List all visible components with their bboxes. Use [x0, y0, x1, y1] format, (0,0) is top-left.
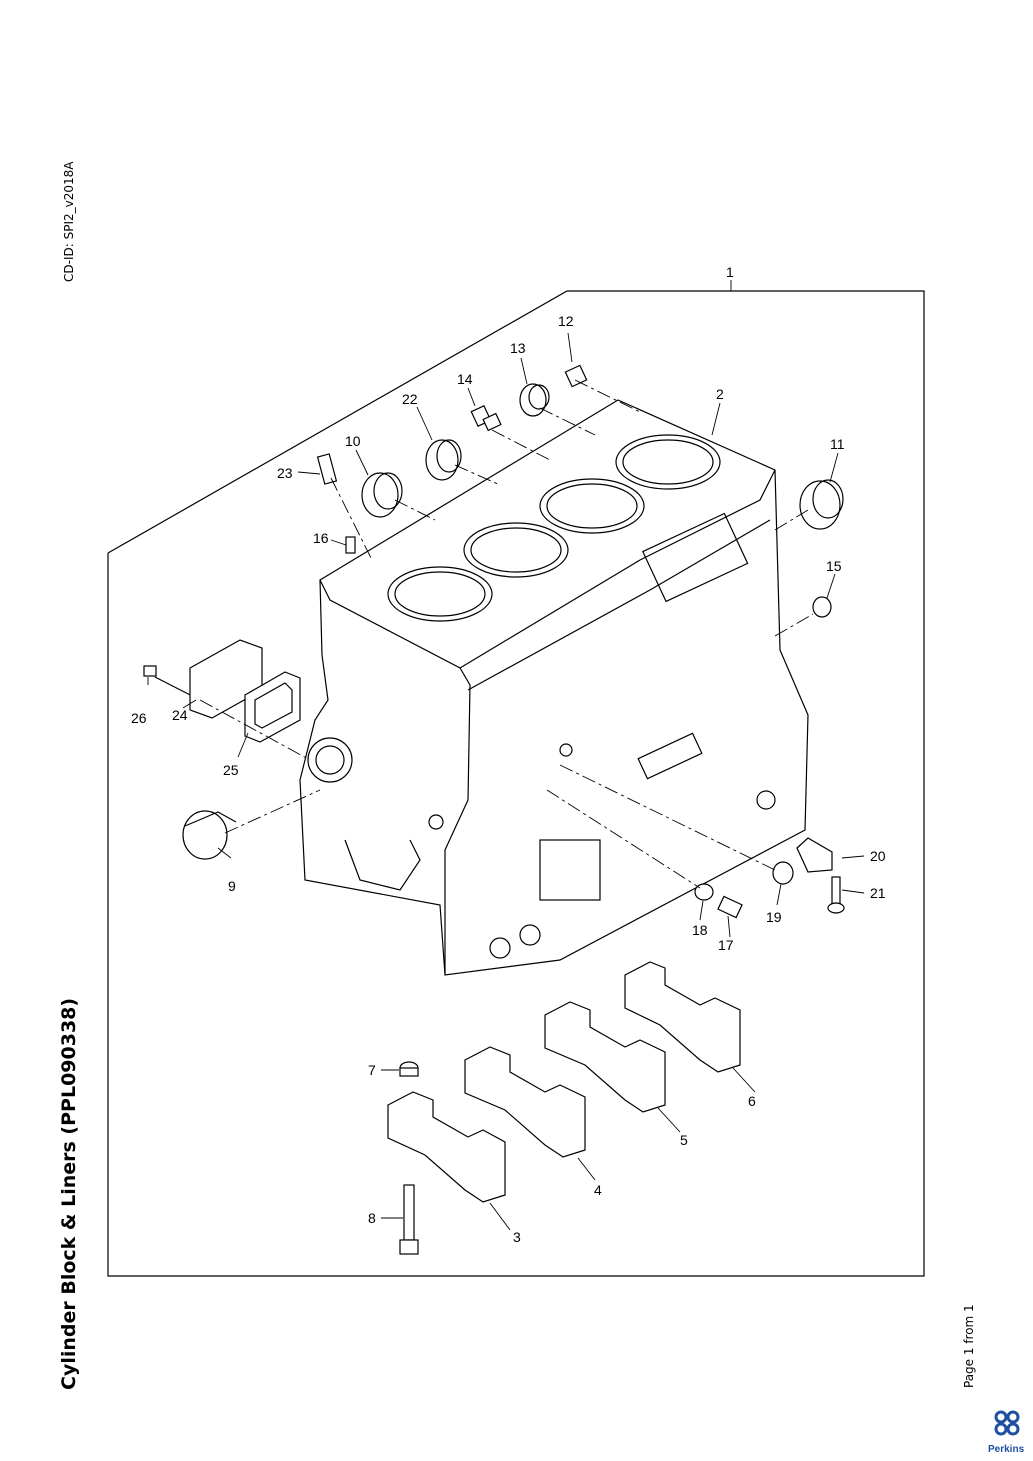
callout-13: 13 [510, 340, 526, 356]
callout-10: 10 [345, 433, 361, 449]
callout-9: 9 [228, 878, 236, 894]
part-5-bearing-cap [544, 1001, 666, 1113]
part-4-bearing-cap [464, 1046, 586, 1158]
part-13-plug [519, 383, 550, 417]
alignment-lines [199, 379, 814, 889]
callout-8: 8 [368, 1210, 376, 1226]
part-9-bush [182, 810, 237, 860]
callout-20: 20 [870, 848, 886, 864]
part-12-plug [564, 364, 588, 388]
part-14-plug [470, 404, 502, 432]
callout-18: 18 [692, 922, 708, 938]
callout-15: 15 [826, 558, 842, 574]
part-8-bolt [399, 1184, 419, 1255]
assembly-frame [107, 290, 925, 1277]
callout-14: 14 [457, 371, 473, 387]
part-19-plug [772, 861, 794, 885]
callout-2: 2 [716, 386, 724, 402]
part-17-plug [717, 895, 743, 919]
callout-6: 6 [748, 1093, 756, 1109]
part-3-bearing-cap [387, 1091, 506, 1203]
part-21-bolt [827, 876, 845, 914]
part-7-dowel [399, 1061, 419, 1077]
part-25-gasket [244, 671, 301, 743]
callout-24: 24 [172, 707, 188, 723]
callout-26: 26 [131, 710, 147, 726]
callout-25: 25 [223, 762, 239, 778]
callout-5: 5 [680, 1132, 688, 1148]
callout-22: 22 [402, 391, 418, 407]
brand-label: Perkins [988, 1444, 1025, 1455]
callout-11: 11 [830, 436, 845, 452]
callout-19: 19 [766, 909, 782, 925]
callouts: 1 2 3 4 5 6 7 8 9 10 11 12 13 14 15 16 1… [131, 264, 886, 1245]
callout-21: 21 [870, 885, 886, 901]
part-20-bracket [796, 837, 833, 873]
callout-1: 1 [726, 264, 734, 280]
part-16-dowel [345, 536, 356, 554]
part-22-plug [425, 439, 462, 481]
callout-4: 4 [594, 1182, 602, 1198]
callout-23: 23 [277, 465, 293, 481]
callout-12: 12 [558, 313, 574, 329]
callout-7: 7 [368, 1062, 376, 1078]
part-15-plug [812, 596, 832, 618]
part-10-plug [361, 472, 403, 518]
callout-16: 16 [313, 530, 329, 546]
part-23-dowel [316, 453, 338, 485]
callout-3: 3 [513, 1229, 521, 1245]
callout-17: 17 [718, 937, 734, 953]
part-11-plug [799, 479, 844, 530]
leader-lines [147, 332, 865, 1231]
cylinder-block [299, 399, 809, 976]
perkins-logo: Perkins [988, 1410, 1025, 1455]
part-6-bearing-cap [624, 961, 741, 1073]
